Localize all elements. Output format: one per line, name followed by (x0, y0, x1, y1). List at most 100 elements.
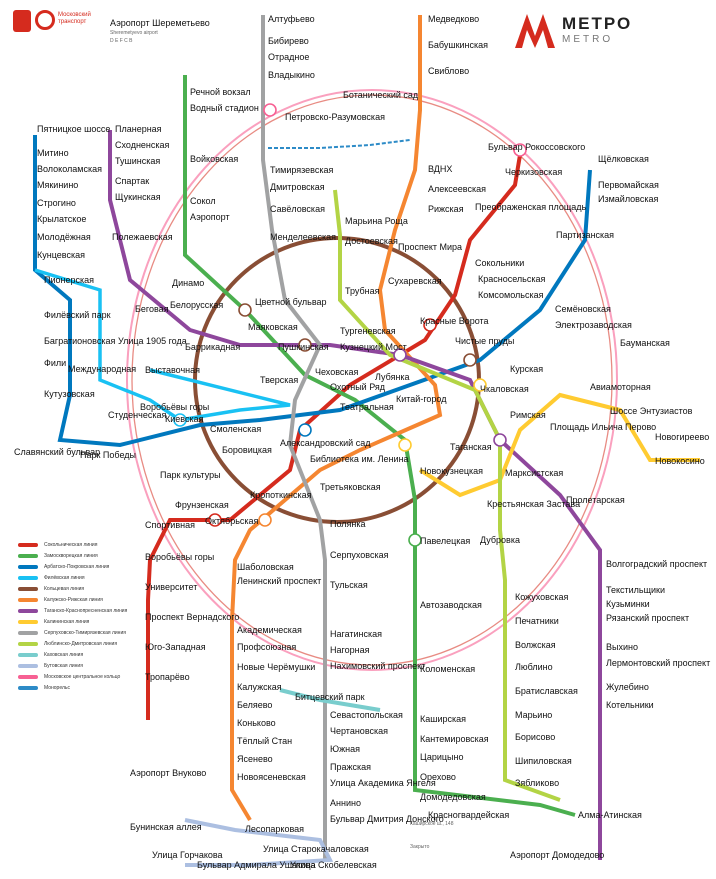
station-label[interactable]: Сходненская (115, 140, 170, 150)
station-label[interactable]: Тёплый Стан (237, 736, 292, 746)
station-label[interactable]: Тверская (260, 375, 298, 385)
station-label[interactable]: Александровский сад (280, 438, 371, 448)
station-label[interactable]: Ботанический сад (343, 90, 419, 100)
station-label[interactable]: Кантемировская (420, 734, 489, 744)
station-label[interactable]: Коломенская (420, 664, 475, 674)
station-label[interactable]: Волгоградский проспект (606, 559, 707, 569)
station-label[interactable]: Тульская (330, 580, 368, 590)
station-label[interactable]: Киевская (165, 414, 204, 424)
station-label[interactable]: Пятницкое шоссе (37, 124, 110, 134)
station-label[interactable]: Филёвский парк (44, 310, 111, 320)
station-label[interactable]: Багратионовская (44, 336, 115, 346)
station-label[interactable]: Алтуфьево (268, 14, 315, 24)
station-label[interactable]: Дубровка (480, 535, 520, 545)
station-label[interactable]: Первомайская (598, 180, 659, 190)
station-label[interactable]: Бульвар Рокоссовского (488, 142, 585, 152)
station-label[interactable]: Проспект Мира (398, 242, 462, 252)
airport-vnukovo-label[interactable]: Аэропорт Внуково (130, 768, 206, 778)
station-label[interactable]: Профсоюзная (237, 642, 296, 652)
station-label[interactable]: Трубная (345, 286, 380, 296)
station-label[interactable]: Молодёжная (37, 232, 91, 242)
station-label[interactable]: Третьяковская (320, 482, 381, 492)
station-label[interactable]: Тургеневская (340, 326, 396, 336)
station-label[interactable]: ВДНХ (428, 164, 452, 174)
station-label[interactable]: Академическая (237, 625, 302, 635)
station-label[interactable]: Марксистская (505, 468, 563, 478)
station-label[interactable]: Достоевская (345, 236, 398, 246)
station-label[interactable]: Новокузнецкая (420, 466, 483, 476)
station-label[interactable]: Рижская (428, 204, 464, 214)
airport-sheremetyevo-label[interactable]: Аэропорт Шереметьево (110, 18, 210, 28)
station-label[interactable]: Владыкино (268, 70, 315, 80)
station-label[interactable]: Савёловская (270, 204, 325, 214)
station-label[interactable]: Октябрьская (205, 516, 259, 526)
station-label[interactable]: Воробьёвы горы (145, 552, 214, 562)
station-label[interactable]: Люблино (515, 662, 553, 672)
station-label[interactable]: Бабушкинская (428, 40, 488, 50)
station-label[interactable]: Калужская (237, 682, 282, 692)
station-label[interactable]: Семёновская (555, 304, 611, 314)
station-label[interactable]: Марьина Роща (345, 216, 408, 226)
station-label[interactable]: Бунинская аллея (130, 822, 202, 832)
station-label[interactable]: Домодедовская (420, 792, 486, 802)
station-label[interactable]: Тушинская (115, 156, 160, 166)
station-label[interactable]: Славянский бульвар (14, 447, 100, 457)
station-label[interactable]: Таганская (450, 442, 492, 452)
station-label[interactable]: Рязанский проспект (606, 613, 689, 623)
station-label[interactable]: Алма-Атинская (578, 810, 642, 820)
station-label[interactable]: Орехово (420, 772, 456, 782)
station-label[interactable]: Улица 1905 года (118, 336, 187, 346)
station-label[interactable]: Новоясеневская (237, 772, 306, 782)
station-label[interactable]: Партизанская (556, 230, 614, 240)
station-label[interactable]: Севастопольская (330, 710, 403, 720)
station-label[interactable]: Парк культуры (160, 470, 221, 480)
station-label[interactable]: Лесопарковая (245, 824, 304, 834)
station-label[interactable]: Волоколамская (37, 164, 102, 174)
station-label[interactable]: Комсомольская (478, 290, 544, 300)
station-label[interactable]: Выставочная (145, 365, 200, 375)
station-label[interactable]: Беляево (237, 700, 272, 710)
station-label[interactable]: Серпуховская (330, 550, 389, 560)
station-label[interactable]: Лермонтовский проспект (606, 658, 710, 668)
station-label[interactable]: Китай-город (396, 394, 447, 404)
station-label[interactable]: Планерная (115, 124, 162, 134)
station-label[interactable]: Красногвардейская (428, 810, 509, 820)
station-label[interactable]: Зябликово (515, 778, 559, 788)
station-label[interactable]: Кузьминки (606, 599, 650, 609)
station-label[interactable]: Международная (68, 364, 136, 374)
station-label[interactable]: Выхино (606, 642, 638, 652)
station-label[interactable]: Маяковская (248, 322, 298, 332)
station-label[interactable]: Фрунзенская (175, 500, 229, 510)
station-label[interactable]: Крестьянская Застава (487, 499, 580, 509)
station-label[interactable]: Театральная (340, 402, 394, 412)
station-label[interactable]: Кропоткинская (250, 490, 312, 500)
station-label[interactable]: Фили (44, 358, 66, 368)
station-label[interactable]: Шоссе Энтузиастов (610, 406, 693, 416)
station-label[interactable]: Речной вокзал (190, 87, 251, 97)
station-label[interactable]: Котельники (606, 700, 654, 710)
station-label[interactable]: Щёлковская (598, 154, 649, 164)
station-label[interactable]: Спортивная (145, 520, 195, 530)
station-label[interactable]: Борисово (515, 732, 555, 742)
station-label[interactable]: Нагатинская (330, 629, 382, 639)
station-label[interactable]: Новые Черёмушки (237, 662, 315, 672)
station-label[interactable]: Библиотека им. Ленина (310, 454, 409, 464)
station-label[interactable]: Чистые пруды (455, 336, 514, 346)
station-label[interactable]: Коньково (237, 718, 276, 728)
station-label[interactable]: Смоленская (210, 424, 261, 434)
station-label[interactable]: Авиамоторная (590, 382, 651, 392)
station-label[interactable]: Чкаловская (480, 384, 529, 394)
station-label[interactable]: Охотный Ряд (330, 382, 386, 392)
station-label[interactable]: Кузнецкий Мост (340, 342, 407, 352)
station-label[interactable]: Пушкинская (278, 342, 329, 352)
station-label[interactable]: Сокольники (475, 258, 524, 268)
station-label[interactable]: Жулебино (606, 682, 649, 692)
station-label[interactable]: Сухаревская (388, 276, 442, 286)
station-label[interactable]: Площадь Ильича (550, 422, 623, 432)
station-label[interactable]: Войковская (190, 154, 238, 164)
station-label[interactable]: Печатники (515, 616, 559, 626)
station-label[interactable]: Бауманская (620, 338, 670, 348)
station-label[interactable]: Братиславская (515, 686, 578, 696)
station-label[interactable]: Чертановская (330, 726, 388, 736)
station-label[interactable]: Бульвар Дмитрия Донского (330, 814, 444, 824)
